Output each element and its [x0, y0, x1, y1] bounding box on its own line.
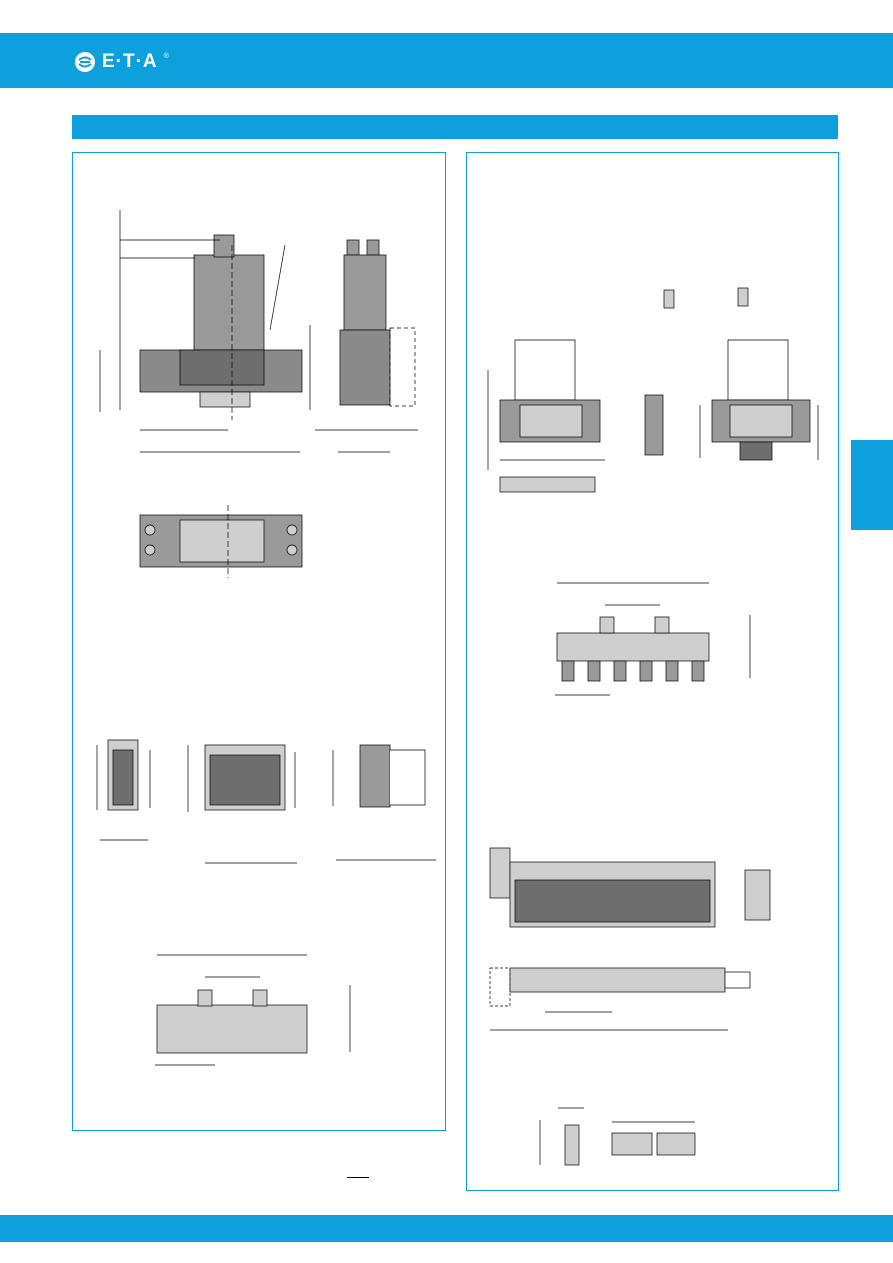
registered-mark: ®	[163, 52, 169, 60]
eta-logo: E·T·A ®	[74, 51, 169, 73]
eta-swirl-logo-icon	[75, 52, 95, 72]
section-title-bar	[72, 115, 838, 139]
busbar-left	[155, 954, 351, 1066]
right-drawing-panel	[466, 152, 839, 1191]
page-number-mark	[347, 1177, 369, 1178]
breaker-front-view	[315, 239, 418, 453]
busbar-right	[555, 582, 751, 696]
socket-side-view-2	[699, 339, 819, 461]
footer-bar	[0, 1215, 893, 1242]
breaker-side-view	[99, 210, 311, 453]
side-tab	[851, 440, 893, 530]
header-bar	[0, 33, 893, 88]
socket-narrow-view	[644, 287, 749, 456]
terminal-strip	[489, 847, 771, 1031]
bottom-detail-views	[539, 1107, 696, 1166]
socket-views-row	[96, 739, 436, 864]
breaker-top-view	[139, 505, 303, 578]
socket-side-view-1	[487, 339, 605, 493]
brand-name: E·T·A	[102, 51, 158, 72]
